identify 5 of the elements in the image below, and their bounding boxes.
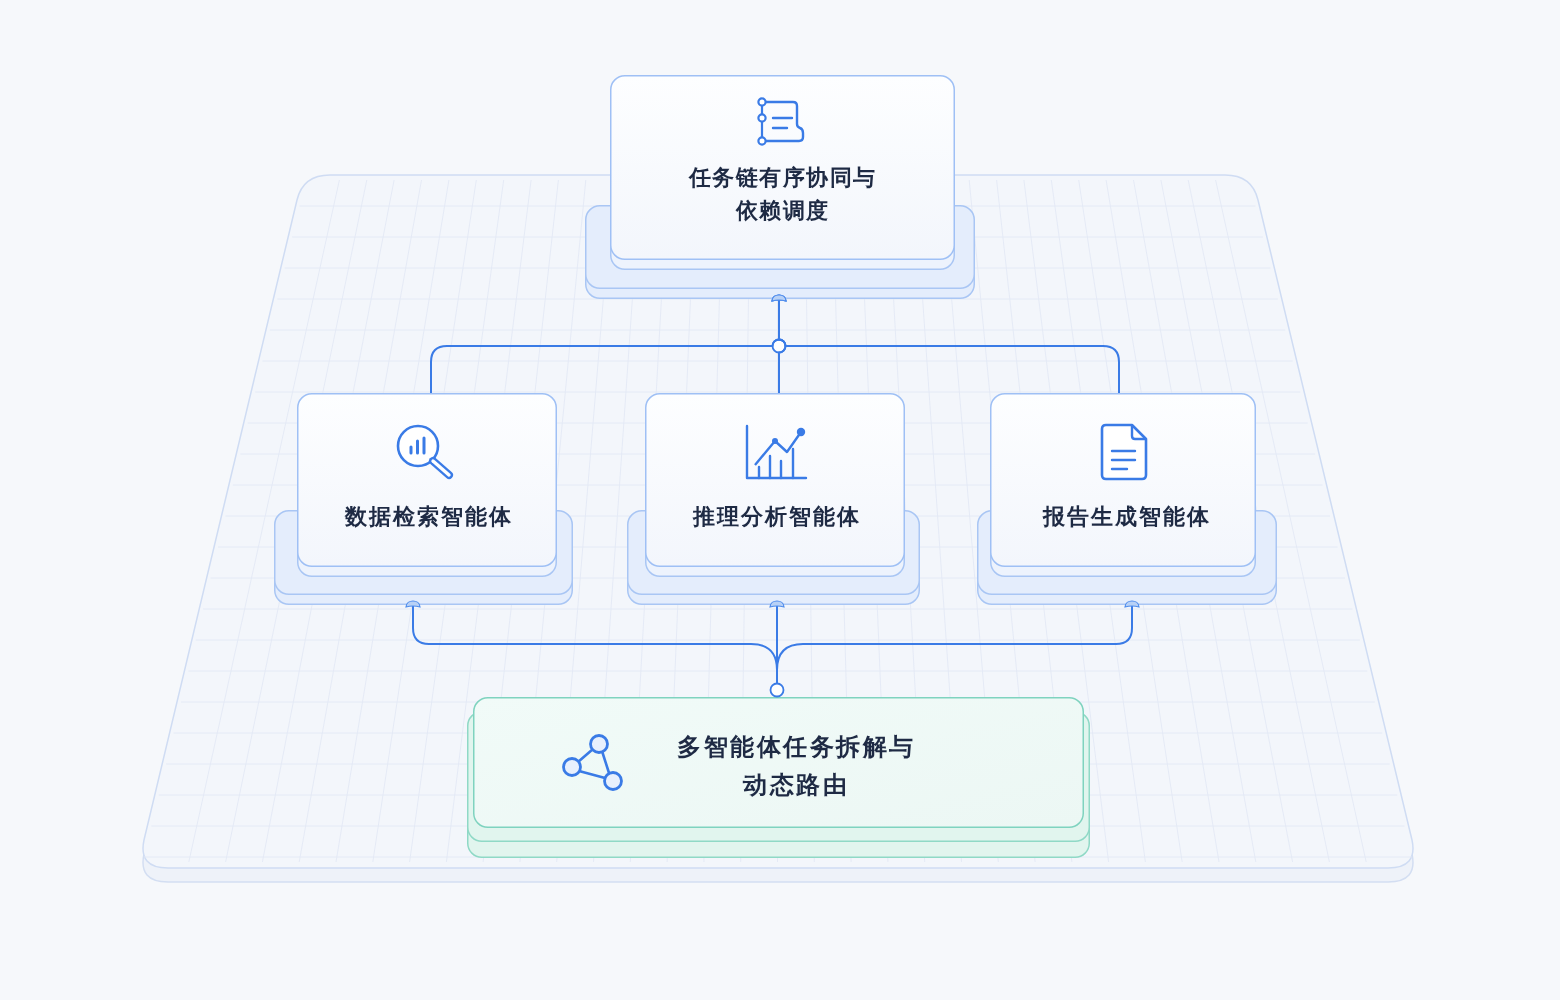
card-title: 推理分析智能体 <box>691 503 862 531</box>
card-title: 数据检索智能体 <box>343 503 514 531</box>
card-title: 任务链有序协同与依赖调度 <box>687 164 878 225</box>
card-title: 报告生成智能体 <box>1041 503 1212 531</box>
card-title: 多智能体任务拆解与动态路由 <box>676 732 917 801</box>
